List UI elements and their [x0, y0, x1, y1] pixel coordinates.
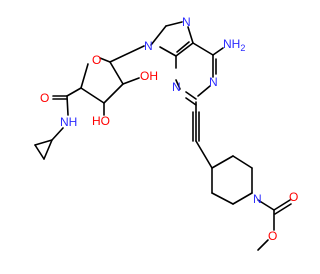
atom-n1: N: [209, 75, 218, 89]
atom-n3: N: [172, 80, 181, 94]
atom-carbamate-o-ester: O: [268, 229, 277, 243]
amine-bond: [212, 47, 224, 56]
atom-n7: N: [182, 15, 191, 29]
atom-carbamate-o-carbonyl: O: [289, 190, 298, 204]
imidazole-ring: [150, 21, 194, 57]
pyrimidine-ring: [175, 42, 217, 106]
atom-oh-2: OH: [140, 69, 158, 83]
atom-n9: N: [144, 39, 153, 53]
cyclopropylamide-group: [34, 95, 69, 160]
carbamate-group: [257, 199, 292, 251]
atom-nh2: NH2: [223, 37, 245, 53]
piperidine-ring: [211, 155, 253, 205]
atom-piperidine-n: N: [253, 192, 262, 206]
ribose-ring: [66, 45, 145, 116]
alkyne-linker: [192, 101, 213, 169]
atom-oh-3: HO: [92, 114, 110, 128]
atom-amide-nh: NH: [60, 115, 77, 129]
atom-labels: N N N N NH2 O OH HO O NH N O O: [40, 15, 298, 243]
atom-ring-oxygen: O: [92, 53, 101, 67]
atom-amide-oxygen: O: [40, 91, 49, 105]
